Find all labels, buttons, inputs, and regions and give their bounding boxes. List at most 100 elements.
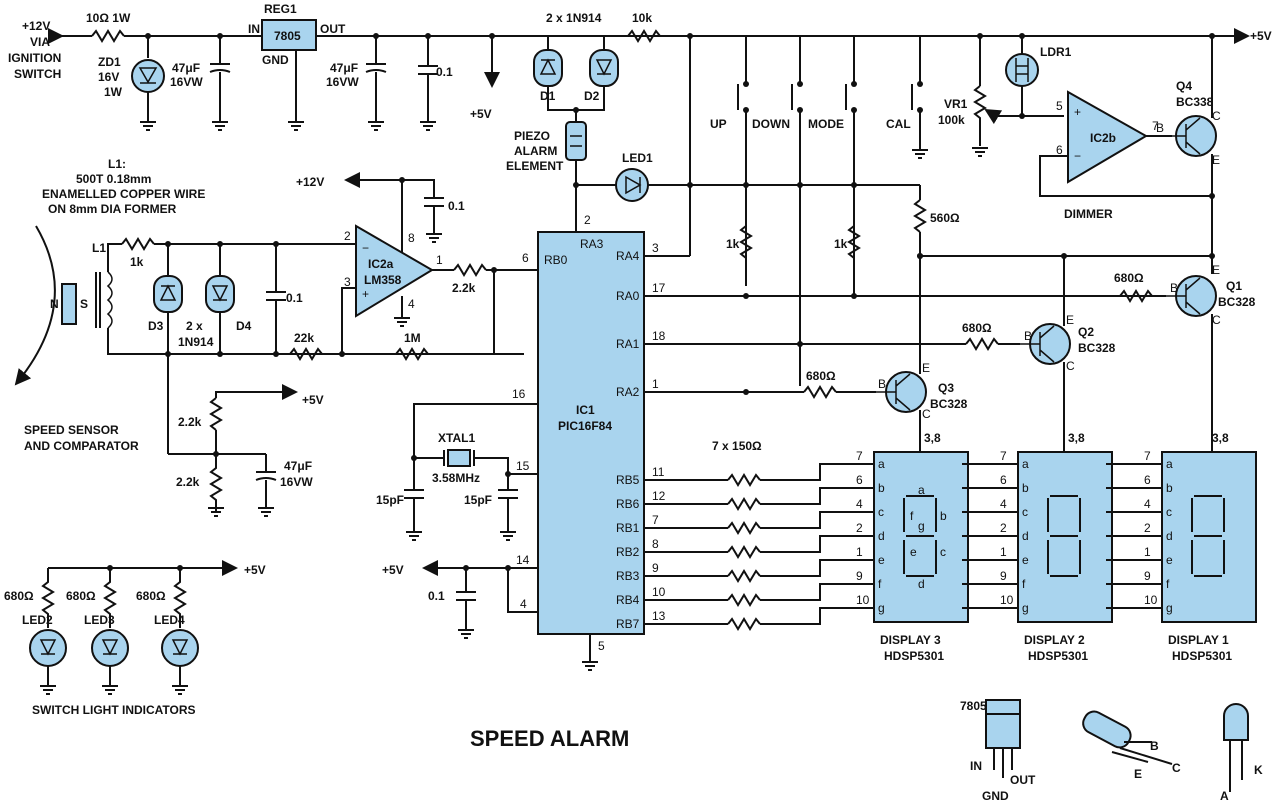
display-seg-pin-0-3: 2 (856, 521, 863, 535)
mcu-ic1 (537, 231, 645, 635)
display-seg-letter-1-3: d (1022, 529, 1029, 543)
bus-route-3 (760, 535, 874, 553)
zd1-voltage: 16V (98, 70, 119, 84)
resistor-r-in (91, 29, 125, 43)
display-glyph-0: a (918, 483, 925, 497)
ind-ground-0 (40, 666, 56, 695)
mcu-pin-name-5: RB6 (616, 497, 640, 511)
resistor-1k-b (847, 225, 861, 259)
switch-up-label: UP (710, 117, 727, 131)
r-in-label: 10Ω 1W (86, 11, 131, 25)
resistor-680-ind-0 (41, 568, 55, 628)
display-seg-letter-2-2: c (1166, 505, 1172, 519)
xtal-freq: 3.58MHz (432, 471, 480, 485)
vr1-name: VR1 (944, 97, 968, 111)
mcu-part: PIC16F84 (558, 419, 612, 433)
resistor-150-4 (727, 569, 761, 583)
ind-r-label-1: 680Ω (66, 589, 96, 603)
display-seg-letter-0-2: c (878, 505, 884, 519)
display-seg-pin-1-6: 10 (1000, 593, 1014, 607)
display-seg-letter-0-1: b (878, 481, 885, 495)
res-array-label: 7 x 150Ω (712, 439, 762, 453)
display-seg-letter-2-6: g (1166, 601, 1173, 615)
display-seg-letter-2-5: f (1166, 577, 1170, 591)
resistor-2k2-lower (209, 454, 223, 512)
svg-text:−: − (362, 241, 369, 255)
display-seg-letter-2-1: b (1166, 481, 1173, 495)
ldr1-label: LDR1 (1040, 45, 1072, 59)
ic2b-pin7: 7 (1152, 119, 1159, 133)
reg-part: 7805 (274, 29, 301, 43)
r1k-sensor-label: 1k (130, 255, 144, 269)
pinout-tr-b: B (1150, 739, 1159, 753)
bus-route-2 (760, 511, 874, 529)
plus5-label: +5V (470, 107, 492, 121)
opamp-ic2a (355, 224, 434, 318)
mcu-pin-name-0: RA4 (616, 249, 640, 263)
r2k2-lower-label: 2.2k (176, 475, 200, 489)
resistor-560 (913, 199, 927, 233)
pinout-reg: 7805 (960, 699, 987, 713)
dimmer-label: DIMMER (1064, 207, 1113, 221)
resistor-150-3 (727, 545, 761, 559)
r10k-label: 10k (632, 11, 652, 25)
switch-mode-label: MODE (808, 117, 844, 131)
pinout-transistor (1082, 710, 1132, 749)
sensor-caption-2: AND COMPARATOR (24, 439, 139, 453)
display-name-2: DISPLAY 1 (1168, 633, 1229, 647)
c-out-voltage: 16VW (326, 75, 359, 89)
c01-sensor-label: 0.1 (286, 291, 303, 305)
l1-label: L1 (92, 241, 106, 255)
display-seg-pin-1-0: 7 (1000, 449, 1007, 463)
mcu-pin-name-10: RB7 (616, 617, 640, 631)
svg-text:S: S (80, 297, 88, 311)
resistor-680-q2 (965, 337, 999, 351)
mcu-right-pins: RA43RA017RA118RA21RB511RB612RB17RB28RB39… (616, 241, 666, 631)
mcu-pin-name-1: RA0 (616, 289, 640, 303)
display-seg-letter-1-0: a (1022, 457, 1029, 471)
switch-down-label: DOWN (752, 117, 790, 131)
c-in-voltage: 16VW (170, 75, 203, 89)
svg-text:+: + (362, 287, 369, 301)
mcu-pin-num-6: 7 (652, 513, 659, 527)
switch-section: UP DOWN MODE CAL 1k 1k 560Ω (689, 36, 960, 386)
ind-led-label-1: LED3 (84, 613, 115, 627)
sensor-section: L1: 500T 0.18mm ENAMELLED COPPER WIRE ON… (14, 157, 538, 517)
q2-name: Q2 (1078, 325, 1094, 339)
q1-part: BC328 (1218, 295, 1256, 309)
mcu-plus5: +5V (382, 563, 404, 577)
resistor-150-1 (727, 497, 761, 511)
display-seg-letter-0-3: d (878, 529, 885, 543)
piezo-label-3: ELEMENT (506, 159, 564, 173)
display-seg-letter-2-0: a (1166, 457, 1173, 471)
svg-text:C: C (1212, 109, 1221, 123)
display-seg-pin-1-3: 2 (1000, 521, 1007, 535)
q2-part: BC328 (1078, 341, 1116, 355)
diagram-title: SPEED ALARM (470, 726, 629, 751)
display-part-2: HDSP5301 (1172, 649, 1232, 663)
ind-r-label-2: 680Ω (136, 589, 166, 603)
ic2a-name: IC2a (368, 257, 394, 271)
svg-text:E: E (922, 361, 930, 375)
resistor-680-q1 (1119, 289, 1153, 303)
supply-via-label: VIA (30, 35, 50, 49)
pinout-reg-gnd: GND (982, 789, 1009, 803)
display-seg-letter-1-5: f (1022, 577, 1026, 591)
c-in-value: 47μF (172, 61, 200, 75)
svg-text:3: 3 (344, 275, 351, 289)
resistor-2k2-out (453, 263, 487, 277)
resistor-680-ind-2 (173, 568, 187, 628)
indicators-caption: SWITCH LIGHT INDICATORS (32, 703, 196, 717)
led1 (615, 168, 649, 202)
supply-switch-label: SWITCH (14, 67, 61, 81)
ind-led-label-2: LED4 (154, 613, 185, 627)
display-seg-letter-2-4: e (1166, 553, 1173, 567)
resistor-1k-sensor (121, 237, 155, 251)
zd1-name: ZD1 (98, 55, 121, 69)
pinout-reg-in: IN (970, 759, 982, 773)
c47-sensor-value: 47μF (284, 459, 312, 473)
magnet (61, 283, 77, 325)
